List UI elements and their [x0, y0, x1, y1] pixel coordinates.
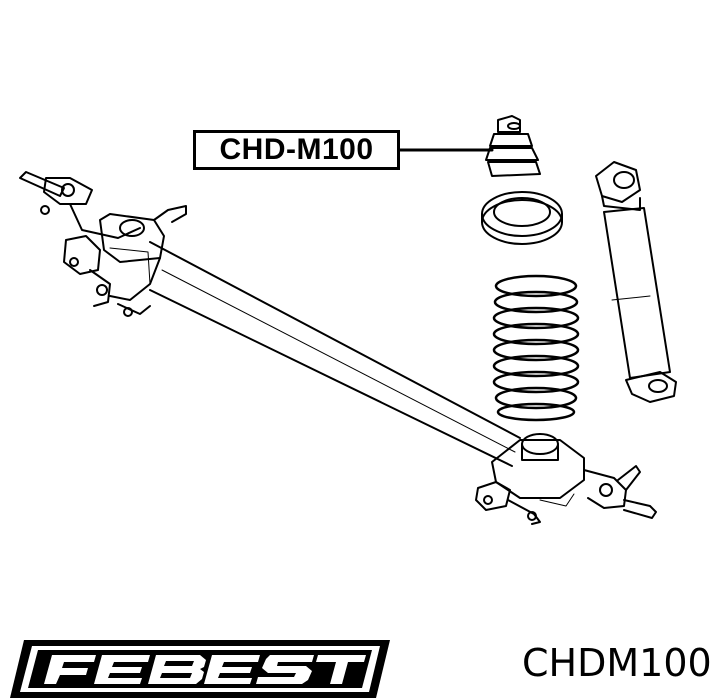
spring-seat: [481, 191, 563, 245]
rear-axle-beam: [149, 241, 521, 467]
left-hub-assembly: [19, 171, 187, 317]
part-number: CHDM100: [522, 641, 712, 685]
shock-absorber: [595, 161, 677, 403]
bump-stop-part: [485, 115, 541, 177]
callout-part-label-text: CHD-M100: [219, 133, 374, 166]
febest-logo: [10, 640, 390, 698]
right-hub-assembly: [475, 433, 657, 525]
coil-spring: [492, 274, 580, 422]
callout-part-label: CHD-M100: [193, 130, 400, 170]
